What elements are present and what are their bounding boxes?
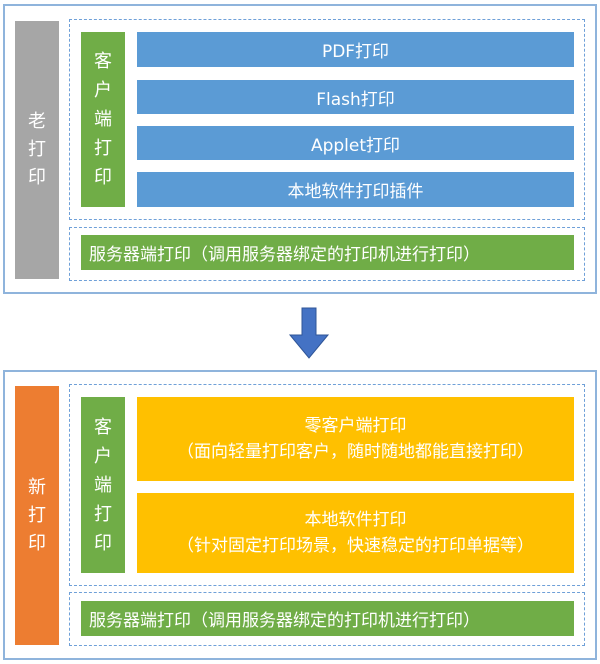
new-client-print-label: 客 户 端 打 印 (81, 397, 125, 573)
new-print-label-char: 印 (28, 532, 46, 554)
new-client-item-local-software: 本地软件打印 （针对固定打印场景，快速稳定的打印单据等） (137, 493, 574, 573)
item-subtitle: （针对固定打印场景，快速稳定的打印单据等） (177, 536, 534, 556)
old-client-item-flash: Flash打印 (137, 80, 574, 114)
arrow-down-icon (288, 307, 330, 359)
new-client-label-char: 客 (94, 416, 112, 438)
item-label: PDF打印 (321, 42, 390, 62)
new-client-label-char: 端 (94, 474, 112, 496)
new-server-print: 服务器端打印（调用服务器绑定的打印机进行打印） (81, 601, 574, 636)
old-print-label: 老 打 印 (15, 21, 59, 279)
old-client-label-char: 客 (94, 51, 112, 72)
new-client-group (69, 384, 585, 586)
item-label: Applet打印 (310, 135, 401, 156)
new-print-label-char: 打 (28, 504, 46, 526)
old-print-label-char: 老 (28, 111, 46, 132)
old-server-group (69, 227, 585, 281)
new-server-group (69, 592, 585, 646)
old-client-item-pdf: PDF打印 (137, 32, 574, 67)
server-print-label: 服务器端打印（调用服务器绑定的打印机进行打印） (89, 611, 480, 631)
item-label: Flash打印 (316, 89, 395, 110)
old-print-label-char: 印 (28, 167, 46, 188)
old-client-label-char: 印 (94, 167, 112, 188)
old-server-print: 服务器端打印（调用服务器绑定的打印机进行打印） (81, 235, 574, 270)
old-client-label-char: 端 (94, 109, 112, 130)
item-title: 本地软件打印 (304, 510, 407, 530)
old-client-print-label: 客 户 端 打 印 (81, 32, 125, 207)
server-print-label: 服务器端打印（调用服务器绑定的打印机进行打印） (89, 245, 480, 265)
new-client-label-char: 户 (94, 445, 112, 467)
new-client-item-zero-client: 零客户端打印 （面向轻量打印客户，随时随地都能直接打印） (137, 397, 574, 481)
new-print-label: 新 打 印 (15, 386, 59, 645)
new-client-label-char: 打 (94, 503, 112, 525)
old-client-group (69, 19, 585, 220)
old-print-label-char: 打 (28, 139, 46, 160)
new-client-label-char: 印 (94, 532, 112, 554)
new-print-label-char: 新 (28, 476, 46, 498)
old-client-item-applet: Applet打印 (137, 126, 574, 160)
item-subtitle: （面向轻量打印客户，随时随地都能直接打印） (177, 442, 534, 462)
item-label: 本地软件打印插件 (287, 182, 424, 202)
old-client-label-char: 户 (94, 80, 112, 101)
old-client-label-char: 打 (94, 138, 112, 159)
item-title: 零客户端打印 (304, 416, 407, 436)
old-client-item-local-plugin: 本地软件打印插件 (137, 172, 574, 207)
